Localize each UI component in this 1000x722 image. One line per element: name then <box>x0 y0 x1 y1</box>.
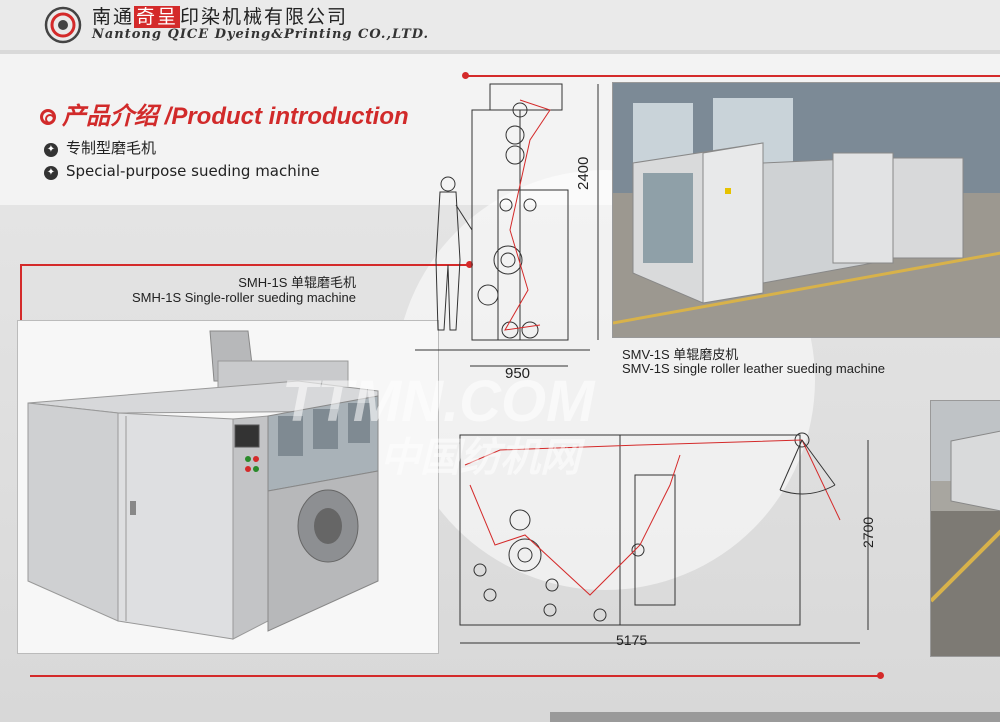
company-name-cn: 南通奇呈印染机械有限公司 <box>92 6 349 28</box>
company-name-en: Nantong QICE Dyeing&Printing CO.,LTD. <box>92 27 430 42</box>
product-caption-en: SMH-1S Single-roller sueding machine <box>132 290 356 305</box>
product-caption-en: SMV-1S single roller leather sueding mac… <box>622 361 886 376</box>
company-logo-icon <box>44 6 82 44</box>
page-title: 产品介绍 /Product introduction <box>40 96 409 131</box>
red-guide-line <box>30 675 880 677</box>
product-caption-cn: SMH-1S 单辊磨毛机 <box>238 275 356 290</box>
red-guide-line <box>20 264 22 324</box>
dimension-height-vertical: 2400 <box>575 156 592 190</box>
red-guide-dot <box>466 261 473 268</box>
red-guide-dot <box>877 672 884 679</box>
dimension-height-horizontal: 2700 <box>860 516 876 548</box>
red-guide-dot <box>462 72 469 79</box>
dimension-width-horizontal: 5175 <box>616 632 648 648</box>
watermark-domain: TTMN.COM <box>282 369 595 434</box>
red-guide-line <box>20 264 470 266</box>
dimension-width-vertical: 950 <box>505 365 531 382</box>
red-guide-line <box>465 75 1000 77</box>
smv-technical-drawing <box>415 83 599 367</box>
smh-technical-drawing <box>459 432 869 644</box>
smv-machine-photo <box>612 82 1000 338</box>
star-icon: ✦ <box>44 166 58 180</box>
product-caption-cn: SMV-1S 单辊磨皮机 <box>622 347 739 362</box>
title-ring-icon <box>40 109 56 125</box>
smh-machine-photo <box>17 320 439 654</box>
partial-machine-photo <box>930 400 1000 657</box>
bullet-en: ✦Special-purpose sueding machine <box>44 162 320 180</box>
star-icon: ✦ <box>44 143 58 157</box>
watermark-cn: 中国纺机网 <box>380 436 580 480</box>
footer-bar <box>550 712 1000 722</box>
bullet-cn: ✦专制型磨毛机 <box>44 137 156 158</box>
header-strip <box>0 50 1000 54</box>
